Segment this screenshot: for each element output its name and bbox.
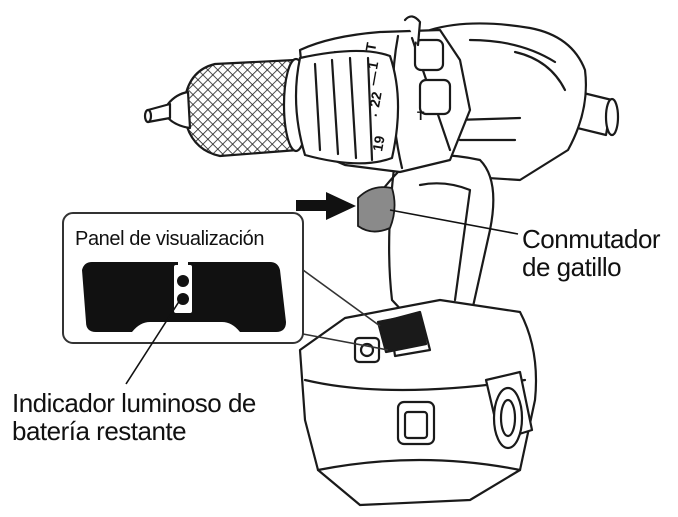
indicator-lamp-upper — [177, 275, 189, 287]
trigger-arrow — [296, 192, 356, 220]
chuck-mark-19: 19 — [369, 134, 387, 152]
chuck-mark-1: 1 — [364, 60, 381, 71]
side-mark-t: T — [417, 109, 425, 123]
indicator-label-line-1: Indicador luminoso de — [12, 388, 256, 418]
indicator-label-line-2: batería restante — [12, 416, 187, 447]
trigger-label-line-2: de gatillo — [522, 252, 622, 283]
battery-display-panel — [376, 312, 428, 354]
trigger-label-line-1: Conmutador — [522, 224, 661, 254]
display-panel-label: Panel de visualización — [75, 228, 265, 250]
chuck-mark-22: 22 — [366, 90, 384, 108]
indicator-leader-line — [125, 299, 181, 385]
chuck — [143, 57, 310, 158]
trigger-switch-label: Conmutador de gatillo — [522, 224, 661, 283]
zoom-line-upper — [302, 269, 381, 327]
battery-pack — [298, 298, 538, 507]
display-panel-callout — [62, 212, 304, 344]
chuck-mark-t: T — [362, 41, 379, 53]
trigger-leader-line — [389, 209, 519, 235]
zoom-line-lower — [302, 333, 389, 351]
chuck-mark-dash: — — [364, 70, 382, 87]
battery-indicator-label: Indicador luminoso de batería restante — [12, 389, 256, 445]
chuck-mark-dot: · — [367, 111, 384, 118]
clutch-ring — [294, 49, 400, 165]
trigger-switch — [357, 186, 396, 233]
indicator-lamp-lower — [177, 293, 189, 305]
